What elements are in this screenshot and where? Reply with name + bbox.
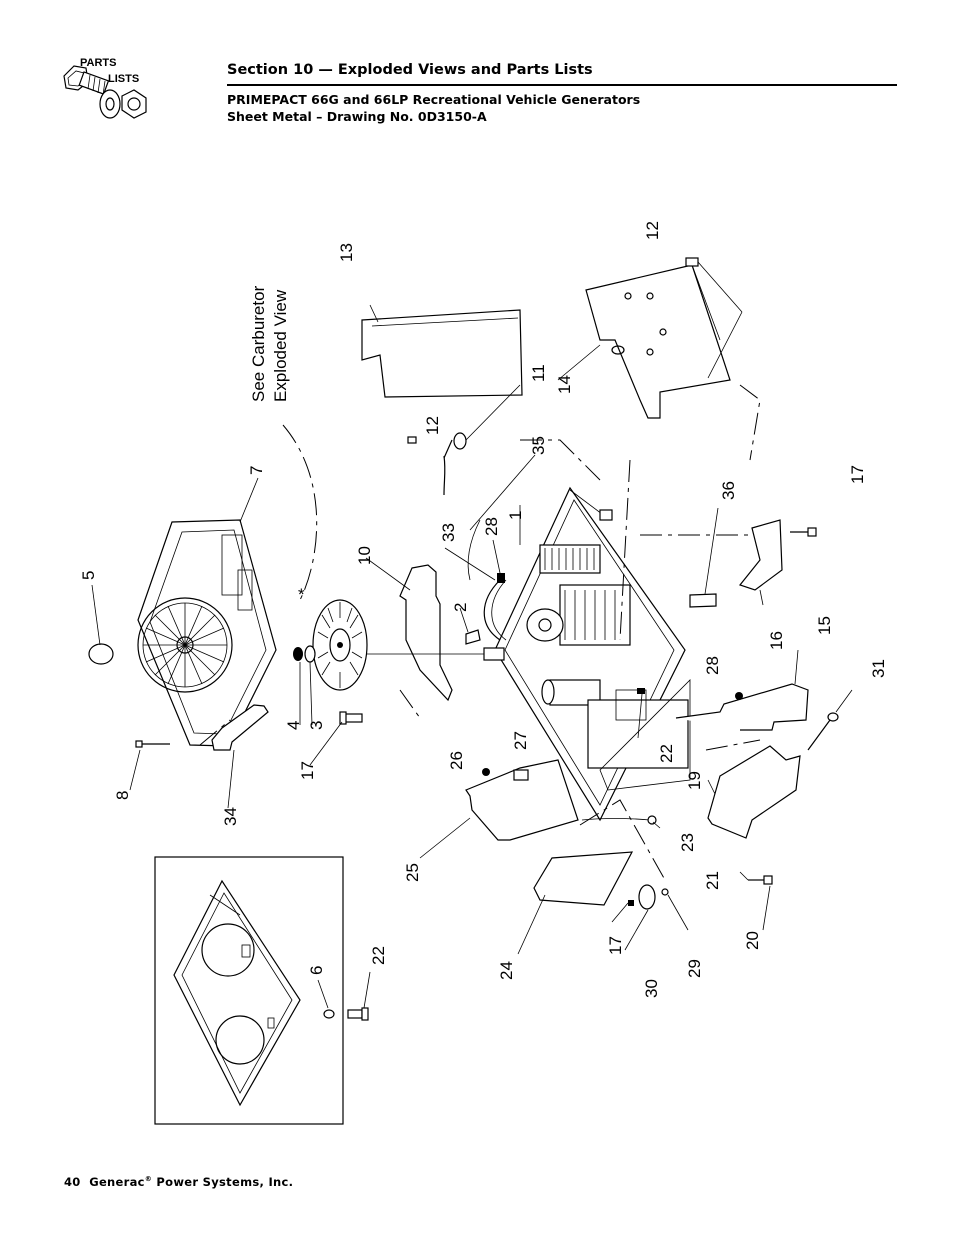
callout-20: 20: [743, 931, 762, 950]
part-19-bracket: [707, 745, 801, 839]
callout-27: 27: [511, 731, 530, 750]
callout-13: 13: [337, 243, 356, 262]
callout-26: 26: [447, 751, 466, 770]
part-26-screw: [482, 768, 490, 776]
part-31-rod: [807, 712, 839, 751]
callout-17b: 17: [848, 465, 867, 484]
part-29-washer: [661, 888, 669, 896]
part-22-screw-engine: [637, 688, 645, 694]
part-35-hose: [407, 432, 481, 581]
part-16-cover: [738, 519, 783, 591]
callout-17c: 17: [606, 936, 625, 955]
callout-16: 16: [767, 631, 786, 650]
callout-30: 30: [642, 979, 661, 998]
parts-lists-logo: PARTS LISTS: [58, 54, 170, 134]
callout-3: 3: [307, 721, 326, 730]
part-25-panel: [465, 759, 579, 841]
callout-34: 34: [221, 807, 240, 826]
callout-36: 36: [719, 481, 738, 500]
callout-33: 33: [439, 523, 458, 542]
drawing-title: Sheet Metal – Drawing No. 0D3150-A: [227, 109, 487, 124]
part-5-cap: [88, 643, 114, 665]
part-4-nut: [293, 647, 303, 661]
phantom-lines: [199, 384, 761, 881]
part-28-clamp-right: [735, 692, 743, 700]
part-23-cable: [581, 818, 651, 821]
bolt-nut-washer-icon: PARTS LISTS: [63, 57, 147, 119]
company-name-rest: Power Systems, Inc.: [156, 1175, 294, 1189]
part-34-bracket: [211, 704, 269, 751]
company-name: Generac: [89, 1175, 145, 1189]
callout-6: 6: [307, 966, 326, 975]
leader-lines: [91, 304, 853, 1009]
callout-29: 29: [685, 959, 704, 978]
part-12-screw-top: [685, 257, 743, 379]
note-line-1: See Carburetor: [249, 285, 268, 402]
callout-14: 14: [555, 375, 574, 394]
callout-23: 23: [678, 833, 697, 852]
callout-4: 4: [284, 721, 303, 730]
callout-35: 35: [529, 436, 548, 455]
callout-11: 11: [529, 364, 548, 382]
logo-text-lists: LISTS: [108, 73, 139, 85]
inset-base-plate: [154, 856, 344, 1125]
part-8-screw: [135, 740, 170, 748]
callout-12b: 12: [643, 221, 662, 240]
part-10-shroud: [399, 564, 453, 702]
part-22-bolt-inset: [347, 1007, 369, 1021]
part-14-bracket: [585, 264, 731, 419]
carburetor-note: See Carburetor Exploded View: [249, 285, 290, 402]
part-24-panel: [533, 851, 634, 906]
part-30-plate: [628, 884, 669, 910]
logo-text-parts: PARTS: [80, 57, 116, 69]
part-27-bracket: [513, 769, 529, 781]
callout-10: 10: [355, 546, 374, 565]
part-20-nut: [763, 875, 773, 885]
registered-mark: ®: [144, 1175, 153, 1184]
fan-wheel: [312, 599, 368, 691]
part-36-label: [689, 593, 717, 608]
page-number: 40: [64, 1175, 81, 1189]
callout-labels: 1 2 3 4 5 6 7 8 10 11 12 12 13 14 15 16 …: [79, 221, 888, 998]
part-17-screw-right: [790, 527, 817, 537]
part-21-screw: [748, 875, 773, 885]
part-13-panel: [361, 309, 523, 398]
callout-19: 19: [685, 771, 704, 790]
section-title: Section 10 — Exploded Views and Parts Li…: [227, 62, 897, 86]
part-15-bracket: [675, 683, 809, 731]
note-line-2: Exploded View: [271, 289, 290, 402]
callout-12a: 12: [423, 416, 442, 435]
callout-31: 31: [869, 659, 888, 678]
part-12-screw-mid: [407, 436, 417, 444]
part-33-hose: [483, 573, 507, 641]
callout-17a: 17: [298, 761, 317, 780]
callout-28b: 28: [703, 656, 722, 675]
part-6-washer: [323, 1009, 335, 1019]
callout-22b: 22: [369, 946, 388, 965]
part-3-washer: [304, 645, 316, 663]
page-header: Section 10 — Exploded Views and Parts Li…: [227, 62, 897, 125]
callout-21: 21: [703, 871, 722, 890]
callout-5: 5: [79, 571, 98, 580]
model-title: PRIMEPACT 66G and 66LP Recreational Vehi…: [227, 92, 641, 107]
part-2-baffle: [465, 629, 481, 645]
part-17-screw-bottom: [628, 900, 634, 906]
callout-7: 7: [247, 466, 266, 475]
asterisk-mark: *: [298, 585, 305, 604]
callout-1: 1: [506, 511, 525, 520]
part-28-clamp-top: [497, 573, 505, 583]
callout-15: 15: [815, 616, 834, 635]
page-footer: 40 Generac® Power Systems, Inc.: [64, 1175, 293, 1189]
callout-8: 8: [113, 791, 132, 800]
callout-25: 25: [403, 863, 422, 882]
part-7-fan-housing: [137, 519, 277, 747]
callout-22a: 22: [657, 744, 676, 763]
callout-28a: 28: [482, 517, 501, 536]
callout-2: 2: [451, 603, 470, 612]
part-11-grommet: [453, 432, 467, 450]
callout-24: 24: [497, 961, 516, 980]
part-17-screw-left: [339, 711, 363, 725]
